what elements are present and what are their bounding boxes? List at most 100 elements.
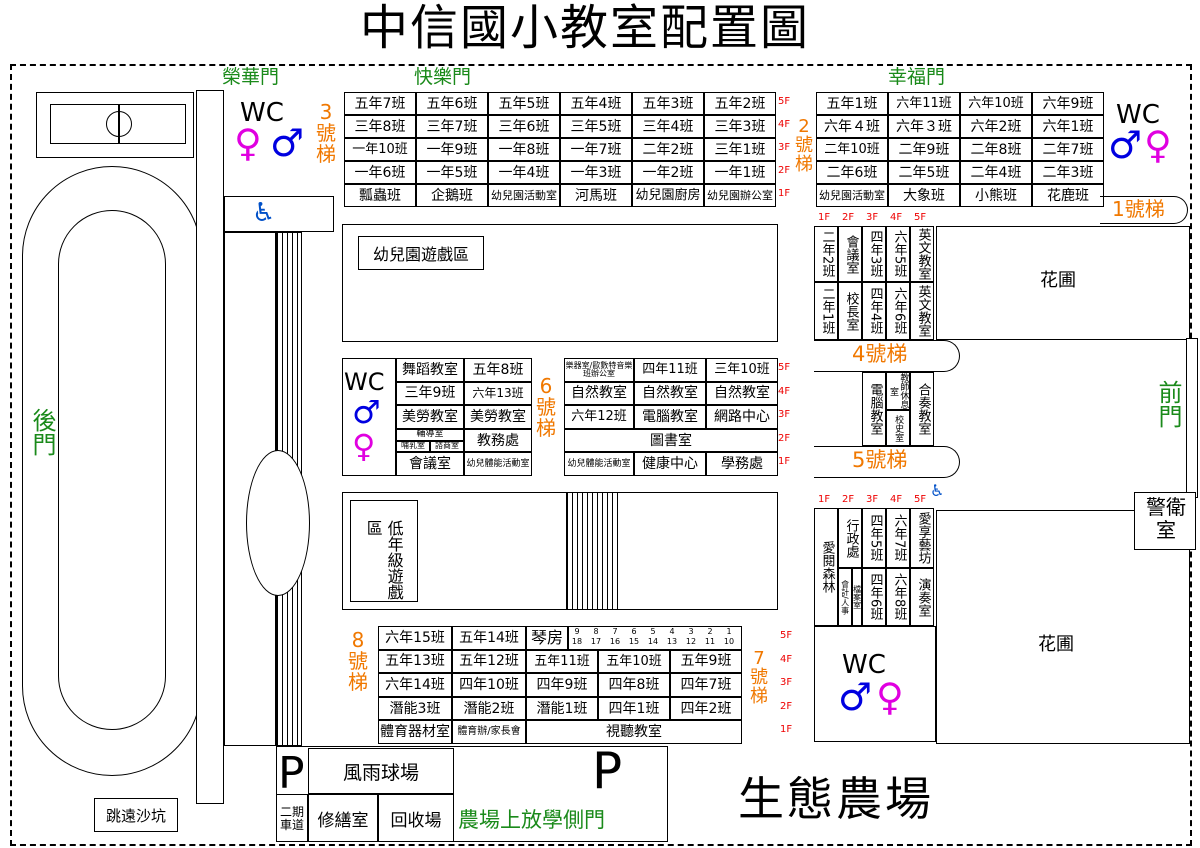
room: 五年7班 [344, 92, 416, 115]
female-icon-nw: ♀ [234, 121, 262, 165]
room: 二年2班 [814, 226, 838, 282]
guard-room [1134, 492, 1196, 550]
room: 會計/人事 [838, 568, 852, 626]
room: 一年5班 [416, 161, 488, 184]
male-icon-east: ♂ [838, 675, 873, 719]
back-gate-label: 後門 [28, 408, 56, 456]
room: 五年4班 [560, 92, 632, 115]
room: 潛能2班 [452, 696, 526, 721]
room: 幼兒體能活動室 [464, 452, 532, 476]
room: 自然教室 [634, 381, 706, 406]
female-icon-center: ♀ [352, 427, 376, 465]
room: 幼兒園活動室 [816, 184, 888, 207]
guard-room-label: 警衛室 [1146, 495, 1186, 542]
room: 二年1班 [814, 282, 838, 340]
room: 圖書室 [564, 428, 778, 453]
floor-label: 4F [890, 494, 903, 505]
xingfu-gate-label: 幸福門 [888, 66, 946, 88]
piano-room-number: 4 [669, 627, 675, 636]
room: 三年4班 [632, 115, 704, 138]
west-walkway [196, 90, 224, 804]
room: 健康中心 [634, 452, 706, 476]
room: 演奏室 [910, 568, 934, 626]
stair-7-label: 7號梯 [750, 648, 768, 707]
stair-4-shape [814, 340, 960, 372]
male-icon-center: ♂ [352, 393, 381, 431]
floor-label: 4F [778, 385, 791, 397]
rain-court-label: 風雨球場 [342, 761, 419, 784]
wc-label-center: WC [344, 368, 385, 396]
room: 體育辦/家長會 [452, 720, 526, 744]
piano-room-number: 2 [707, 627, 713, 636]
floor-label: 2F [778, 432, 791, 444]
room: 檔案室 [852, 568, 862, 626]
room: 會議室 [396, 452, 464, 476]
stair-6-label: 6號梯 [536, 374, 556, 440]
floor-label: 1F [778, 188, 791, 199]
room: 行政處 [838, 508, 862, 568]
kuaile-gate-label: 快樂門 [414, 66, 472, 88]
room: 一年10班 [344, 138, 416, 161]
room: 五年1班 [816, 92, 888, 115]
piano-room-number: 14 [647, 637, 659, 646]
low-grade-play-label-box [350, 500, 418, 602]
male-icon-ne: ♂ [1108, 123, 1143, 167]
room: 瓢蟲班 [344, 184, 416, 207]
floor-label: 5F [914, 494, 927, 505]
front-walkway [1186, 338, 1198, 498]
room: 英文教室 [910, 226, 934, 282]
piano-room-number: 16 [609, 637, 621, 646]
room: 教務處 [464, 428, 532, 453]
room: 合奏教室 [910, 372, 934, 446]
room: 校長室 [838, 282, 862, 340]
room: 輔導室 [396, 428, 464, 441]
room: 自然教室 [706, 381, 778, 406]
stair-2-label: 2號梯 [795, 116, 813, 175]
room: 一年7班 [560, 138, 632, 161]
piano-room-number: 9 [574, 627, 580, 636]
room: 三年5班 [560, 115, 632, 138]
phase2-lane [276, 794, 308, 842]
floor-label: 3F [778, 142, 791, 153]
room: 一年6班 [344, 161, 416, 184]
west-stage-arc [246, 450, 310, 596]
center-wc-room [342, 358, 396, 476]
male-icon-nw: ♂ [270, 121, 305, 165]
floor-label: 1F [780, 724, 793, 736]
piano-room-number: 5 [650, 627, 656, 636]
wc-label-nw: WC [240, 98, 284, 128]
floor-label: 1F [818, 494, 831, 505]
floor-label: 5F [780, 630, 793, 641]
room: 五年13班 [378, 649, 452, 674]
east-wc-room [814, 626, 936, 742]
room: 五年8班 [464, 358, 532, 382]
floor-label: 2F [842, 212, 855, 223]
long-jump-pit: 跳遠沙坑 [94, 798, 178, 832]
garden-upper [936, 226, 1190, 340]
central-stairs-stripes [566, 492, 618, 610]
room: 四年10班 [452, 673, 526, 697]
room: 六年11班 [888, 92, 960, 115]
farm-side-gate-label: 農場上放學側門 [458, 808, 605, 832]
piano-room-number: 6 [631, 627, 637, 636]
parking-center: P [592, 742, 623, 800]
room: 六年13班 [464, 381, 532, 406]
room: 三年3班 [704, 115, 776, 138]
piano-room-number: 17 [590, 637, 602, 646]
room: 視聽教室 [526, 720, 742, 744]
room: 樂器室/歐數特音樂班辦公室 [564, 358, 634, 382]
room: 二年10班 [816, 138, 888, 161]
room: 四年11班 [634, 358, 706, 382]
room: 幼兒園廚房 [632, 184, 704, 207]
piano-room-number: 8 [593, 627, 599, 636]
piano-room-number: 3 [688, 627, 694, 636]
piano-room-number: 1 [726, 627, 732, 636]
room: 一年4班 [488, 161, 560, 184]
room: 會議室 [838, 226, 862, 282]
room: 五年9班 [670, 649, 742, 674]
room: 一年2班 [632, 161, 704, 184]
piano-room-number: 11 [704, 637, 716, 646]
room: 二年7班 [1032, 138, 1104, 161]
room: 美勞教室 [464, 405, 532, 429]
floor-label: 4F [890, 212, 903, 223]
